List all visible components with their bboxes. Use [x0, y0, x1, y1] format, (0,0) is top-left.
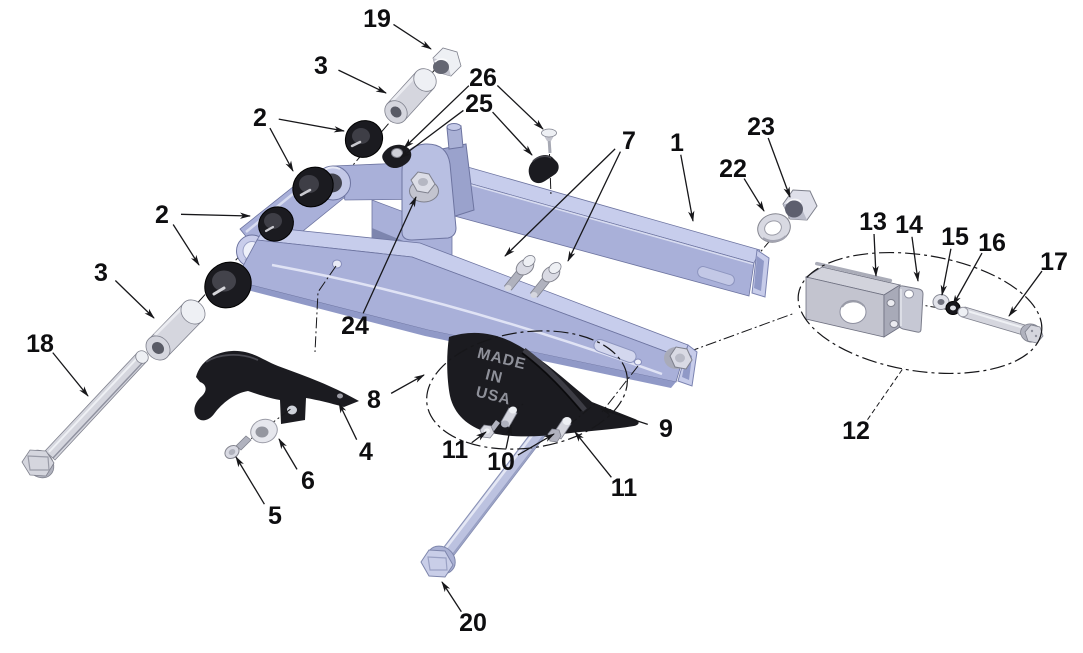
callout-label-7: 7 — [622, 127, 636, 155]
callout-label-2: 2 — [155, 201, 169, 229]
leader-line — [338, 69, 387, 94]
slider-mount-hole — [634, 358, 642, 366]
leader-line — [390, 374, 425, 394]
callout-label-17: 17 — [1040, 248, 1068, 276]
slider-text-line2: IN — [484, 366, 505, 387]
upper-rail-slot — [697, 266, 735, 286]
guide-mount-hole — [332, 259, 342, 269]
chain-slider: MADE IN USA — [447, 332, 639, 437]
leader-line — [911, 236, 920, 282]
leader-line — [393, 23, 432, 50]
leader-line — [441, 581, 462, 613]
leader-line — [235, 456, 265, 505]
leader-line — [1008, 270, 1043, 317]
callout-label-8: 8 — [367, 386, 381, 414]
leader-line — [940, 248, 952, 296]
rail-end-bolt — [664, 346, 693, 370]
leader-line — [867, 366, 905, 420]
leader-line — [492, 111, 533, 156]
callout-label-12: 12 — [842, 417, 870, 445]
axle-washer-22 — [757, 213, 791, 243]
callout-label-2: 2 — [253, 104, 267, 132]
leader-line — [471, 431, 487, 444]
rubber-bushing — [204, 261, 252, 309]
axle-block-13 — [804, 261, 902, 338]
callout-label-19: 19 — [363, 5, 391, 33]
pivot-spacer — [145, 298, 206, 361]
leader-line — [574, 431, 612, 478]
callout-label-11: 11 — [442, 436, 469, 464]
leader-line — [504, 148, 616, 257]
bumper-screw-26 — [541, 128, 557, 154]
guide-tab-hole — [287, 405, 297, 415]
rear-axle-20 — [420, 419, 552, 578]
adjuster-plate-14 — [898, 285, 924, 333]
pivot-bolt-18 — [21, 350, 149, 479]
lower-rail — [232, 226, 698, 388]
slider-spacer — [500, 406, 518, 428]
callout-label-5: 5 — [268, 502, 282, 530]
guide-washer-6 — [250, 418, 278, 444]
leader-line — [872, 233, 879, 277]
rubber-bushing — [292, 166, 334, 208]
leader-line — [52, 352, 89, 397]
callout-label-22: 22 — [719, 155, 747, 183]
guide-screw-5 — [224, 435, 252, 460]
rubber-bushing — [344, 120, 384, 158]
adjuster-bolt-17 — [957, 306, 1044, 344]
callout-label-13: 13 — [859, 208, 887, 236]
slider-group-ellipse — [426, 330, 628, 450]
leader-line — [517, 433, 555, 456]
leader-line — [505, 424, 513, 449]
leader-line — [399, 109, 464, 159]
leader-line — [278, 118, 345, 133]
callout-label-6: 6 — [301, 467, 315, 495]
leader-line — [680, 154, 695, 222]
shoulder-bolt — [503, 255, 536, 291]
leader-line — [952, 252, 983, 306]
callout-label-4: 4 — [359, 438, 373, 466]
leader-line — [567, 151, 622, 262]
callout-label-18: 18 — [26, 330, 54, 358]
callout-label-25: 25 — [465, 90, 493, 118]
leader-line — [743, 178, 765, 212]
leader-line — [600, 408, 648, 425]
callout-label-3: 3 — [94, 259, 108, 287]
leader-line — [338, 402, 358, 440]
callout-label-23: 23 — [747, 113, 775, 141]
callout-label-16: 16 — [978, 229, 1006, 257]
shoulder-bolt — [529, 262, 562, 298]
leader-line — [114, 280, 155, 319]
leader-line — [403, 85, 470, 149]
axle-nut-23 — [782, 189, 818, 221]
callout-label-11: 11 — [611, 474, 638, 502]
callout-label-9: 9 — [659, 415, 673, 443]
leader-line — [496, 85, 544, 130]
pivot-spacer — [384, 68, 437, 124]
mounted-bumper-screw — [391, 148, 403, 158]
leader-line — [172, 224, 200, 266]
leader-line — [278, 438, 298, 470]
callout-label-26: 26 — [469, 64, 497, 92]
pivot-nut-19 — [432, 47, 462, 77]
bracket-bolt-24 — [409, 171, 439, 203]
rubber-bumper-25 — [528, 154, 559, 184]
leader-line — [269, 127, 294, 172]
leader-line — [767, 137, 791, 198]
callout-label-1: 1 — [670, 129, 684, 157]
callout-label-14: 14 — [895, 211, 923, 239]
callout-label-20: 20 — [459, 609, 487, 637]
callout-label-3: 3 — [314, 52, 328, 80]
callout-label-24: 24 — [341, 312, 369, 340]
callout-label-15: 15 — [941, 223, 969, 251]
leader-line — [180, 212, 251, 219]
rubber-bushing — [258, 206, 294, 242]
leader-line — [362, 196, 417, 314]
rubber-bushing-set — [204, 120, 384, 309]
adjuster-group-ellipse — [797, 251, 1043, 375]
chain-guide-4 — [194, 350, 359, 424]
callout-label-10: 10 — [487, 448, 515, 476]
